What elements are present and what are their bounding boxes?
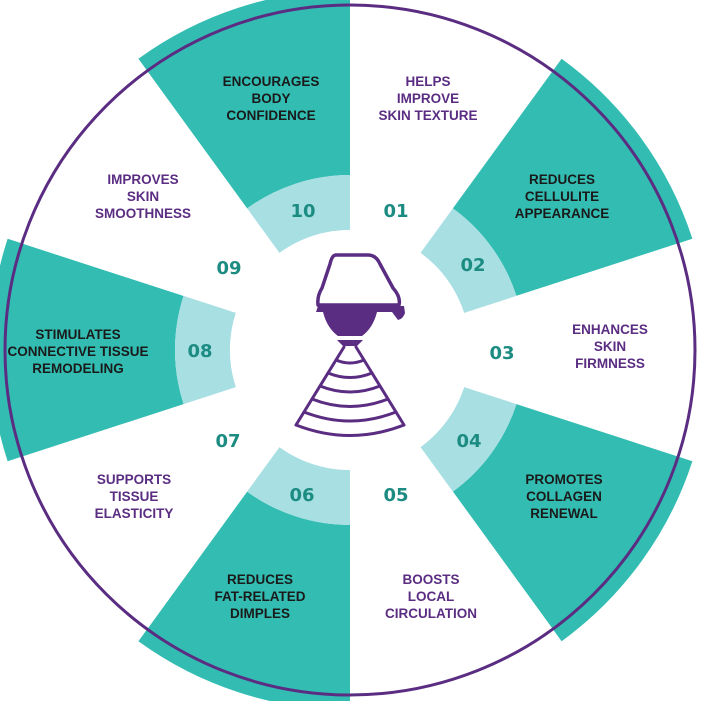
segment-label-line: RENEWAL	[530, 506, 598, 521]
segment-label-line: REDUCES	[227, 572, 293, 587]
segment-02	[452, 58, 693, 296]
segment-label-line: IMPROVE	[397, 91, 459, 106]
segment-label-04: PROMOTES COLLAGEN RENEWAL	[525, 472, 602, 521]
ultrasound-transducer-icon	[294, 253, 406, 437]
segment-label-line: SKIN	[127, 189, 159, 204]
segment-label-line: ENCOURAGES	[223, 74, 320, 89]
wheel-outer-border	[3, 3, 697, 697]
segment-label-line: TISSUE	[110, 489, 159, 504]
segment-label-line: SKIN TEXTURE	[378, 108, 477, 123]
segment-label-line: FIRMNESS	[575, 356, 645, 371]
segment-08	[0, 238, 184, 462]
segment-label-06: REDUCES FAT-RELATED DIMPLES	[215, 572, 306, 621]
center-disc	[230, 230, 470, 470]
segment-number-03: 03	[489, 343, 514, 364]
segment-01	[350, 5, 553, 209]
segment-label-line: PROMOTES	[525, 472, 602, 487]
segment-03	[516, 243, 696, 457]
segment-label-line: CONNECTIVE TISSUE	[7, 344, 148, 359]
segment-number-05: 05	[383, 485, 408, 506]
segment-label-line: IMPROVES	[107, 172, 178, 187]
segment-band-08	[175, 295, 236, 405]
segment-band-04	[420, 387, 517, 492]
segment-label-03: ENHANCES SKIN FIRMNESS	[572, 322, 648, 371]
segment-label-line: CONFIDENCE	[226, 108, 315, 123]
segment-label-line: SMOOTHNESS	[95, 206, 191, 221]
segment-label-line: DIMPLES	[230, 606, 290, 621]
segment-label-line: COLLAGEN	[526, 489, 602, 504]
segment-09	[21, 70, 248, 296]
segment-label-10: ENCOURAGES BODY CONFIDENCE	[223, 74, 320, 123]
segment-number-06: 06	[289, 485, 314, 506]
segment-label-line: CELLULITE	[525, 189, 599, 204]
segment-band-02	[420, 208, 517, 313]
segment-label-08: STIMULATES CONNECTIVE TISSUE REMODELING	[7, 327, 148, 376]
segment-number-01: 01	[383, 201, 408, 222]
segment-label-line: HELPS	[405, 74, 450, 89]
segment-label-05: BOOSTS LOCAL CIRCULATION	[385, 572, 477, 621]
segment-label-line: REMODELING	[32, 361, 124, 376]
segment-label-line: FAT-RELATED	[215, 589, 306, 604]
segment-number-09: 09	[216, 258, 241, 279]
segment-label-line: SUPPORTS	[97, 472, 171, 487]
segment-label-line: APPEARANCE	[515, 206, 610, 221]
segment-10	[138, 0, 350, 209]
segment-05	[350, 491, 553, 695]
segment-label-line: CIRCULATION	[385, 606, 477, 621]
labels-layer: HELPS IMPROVE SKIN TEXTURE REDUCES CELLULITE…	[7, 74, 647, 621]
segment-number-04: 04	[456, 431, 481, 452]
segment-label-line: ENHANCES	[572, 322, 648, 337]
segment-label-line: LOCAL	[408, 589, 455, 604]
segment-band-06	[247, 447, 350, 526]
segment-label-line: SKIN	[594, 339, 626, 354]
segment-band-10	[247, 175, 350, 253]
segment-label-01: HELPS IMPROVE SKIN TEXTURE	[378, 74, 477, 123]
segment-label-07: SUPPORTS TISSUE ELASTICITY	[95, 472, 174, 521]
segment-number-10: 10	[290, 201, 315, 222]
segment-label-09: IMPROVES SKIN SMOOTHNESS	[95, 172, 191, 221]
segment-label-line: BOOSTS	[402, 572, 459, 587]
segment-number-08: 08	[187, 341, 212, 362]
segment-label-line: BODY	[251, 91, 290, 106]
segment-label-line: REDUCES	[529, 172, 595, 187]
segment-06	[138, 491, 350, 701]
segment-label-02: REDUCES CELLULITE APPEARANCE	[515, 172, 610, 221]
segment-label-line: STIMULATES	[35, 327, 120, 342]
segment-number-07: 07	[215, 431, 240, 452]
segment-04	[452, 404, 693, 642]
numbers-layer: 01 02 03 04 05 06 07 08 09 10	[187, 201, 514, 506]
segment-07	[21, 404, 248, 630]
segment-number-02: 02	[460, 255, 485, 276]
segment-label-line: ELASTICITY	[95, 506, 174, 521]
